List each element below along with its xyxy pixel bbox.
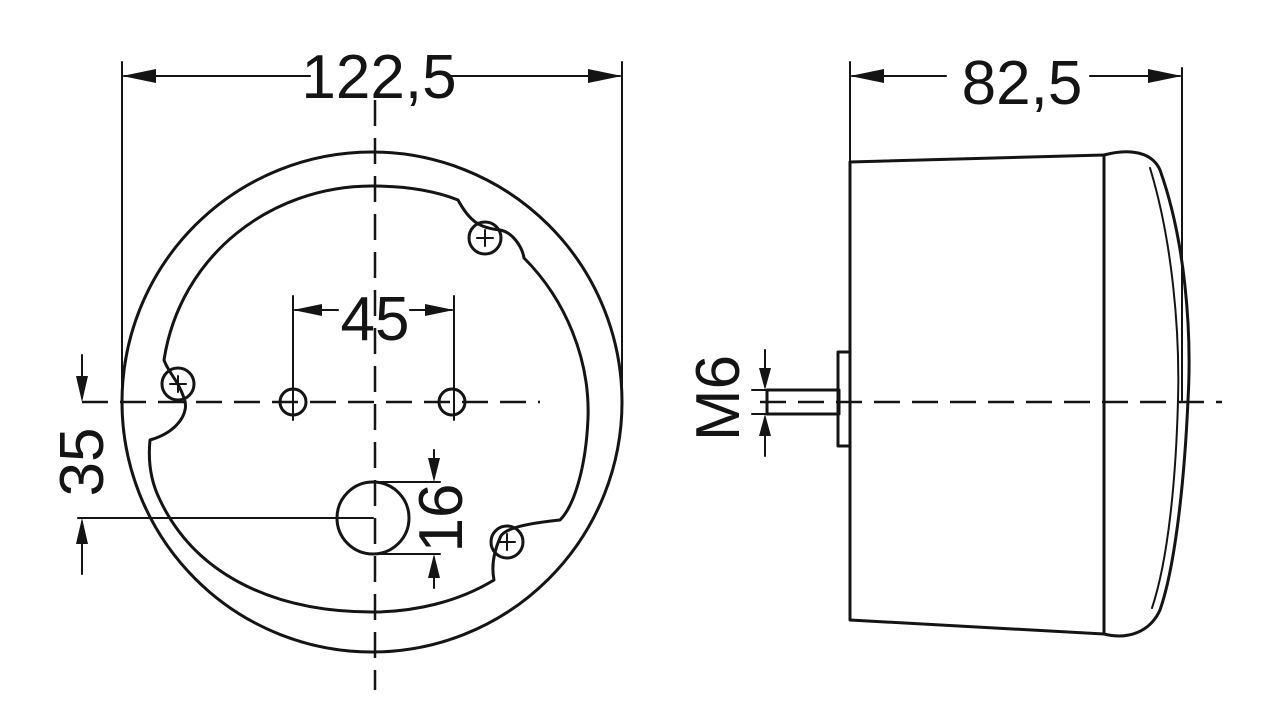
screw-top-right-cross-icon xyxy=(476,229,494,247)
diameter-arrow-top xyxy=(428,458,440,482)
depth-arrow-right xyxy=(1148,69,1182,83)
lens-inner-edge xyxy=(1149,167,1180,609)
flange-outline xyxy=(147,184,590,614)
spacing-dimension-label: 45 xyxy=(341,285,410,354)
diameter-arrow-bottom xyxy=(428,554,440,578)
thread-arrow-bottom xyxy=(759,414,771,436)
width-dimension-label: 122,5 xyxy=(301,43,456,112)
thread-arrow-top xyxy=(759,368,771,390)
lens-dome xyxy=(1102,150,1191,638)
offset-arrow-bottom xyxy=(76,518,88,544)
side-view: 82,5 M6 xyxy=(684,49,1222,638)
offset-arrow-top xyxy=(76,376,88,402)
width-arrow-left xyxy=(122,69,156,83)
screw-bottom-right xyxy=(489,524,525,560)
thread-dimension-label: M6 xyxy=(684,355,753,441)
screw-bottom-right-cross-icon xyxy=(498,533,516,551)
depth-arrow-left xyxy=(850,69,884,83)
spacing-arrow-left xyxy=(293,304,322,316)
front-view: 122,5 45 35 16 xyxy=(48,43,624,690)
width-arrow-right xyxy=(588,69,622,83)
depth-dimension-label: 82,5 xyxy=(962,49,1083,118)
offset-dimension-label: 35 xyxy=(48,428,117,497)
screw-left xyxy=(160,366,196,402)
spacing-arrow-right xyxy=(425,304,454,316)
housing-body xyxy=(848,153,1106,636)
screw-left-cross-icon xyxy=(169,375,187,393)
diameter-dimension-label: 16 xyxy=(407,484,476,553)
screw-top-right xyxy=(467,220,503,256)
